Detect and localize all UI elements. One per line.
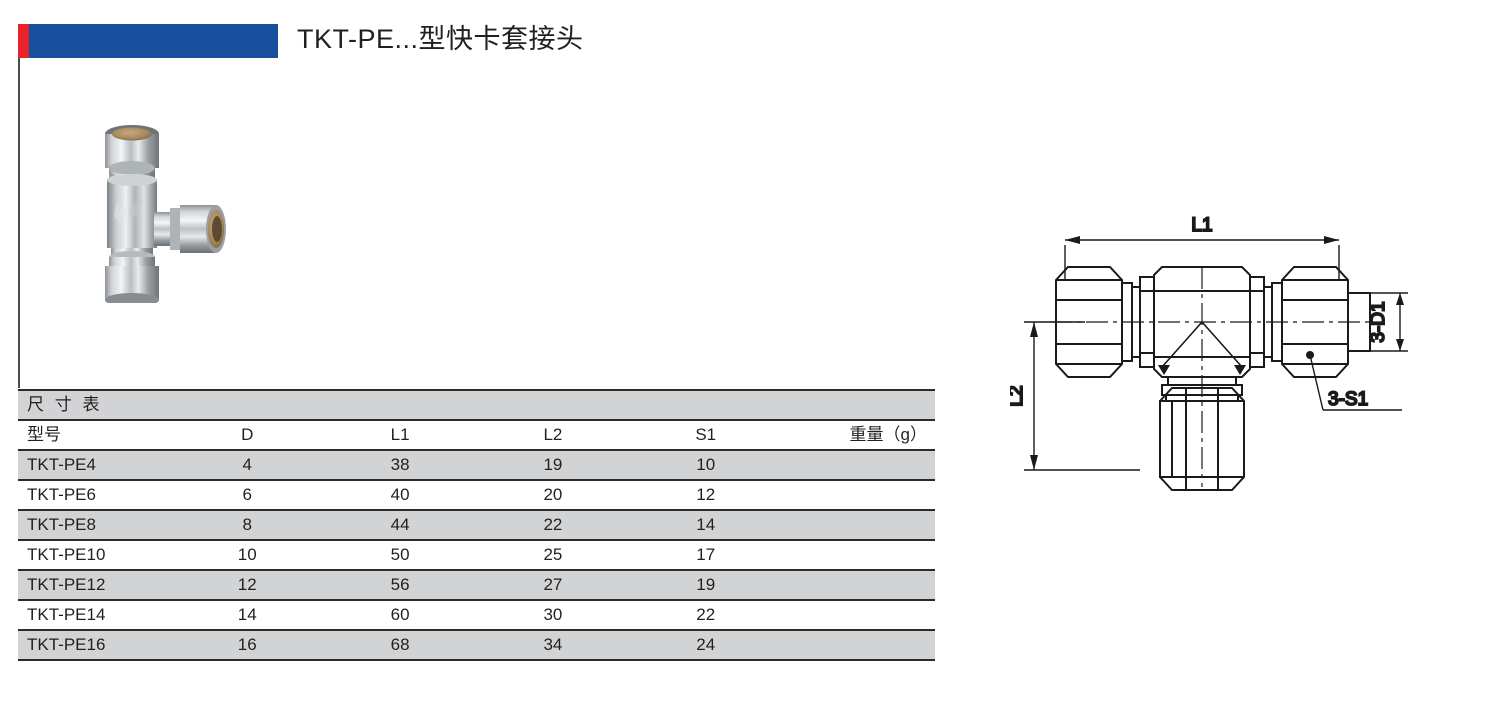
table-cell-d: 6 xyxy=(170,479,324,511)
right-stub xyxy=(1347,292,1371,352)
photo-main-body xyxy=(107,174,157,248)
table-cell-d: 12 xyxy=(170,569,324,601)
table-cell-d: 8 xyxy=(170,509,324,541)
callout-label-3-s1: 3-S1 xyxy=(1328,389,1368,410)
table-cell-l1: 50 xyxy=(323,539,477,571)
table-cell-l1: 60 xyxy=(323,599,477,631)
table-cell-weight xyxy=(782,509,935,541)
table-cell-d: 10 xyxy=(170,539,324,571)
table-cell-s1: 14 xyxy=(629,509,783,541)
table-cell-model: TKT-PE12 xyxy=(18,569,171,601)
table-cell-weight xyxy=(782,599,935,631)
left-vertical-rule xyxy=(18,58,20,388)
dimension-l1 xyxy=(1064,236,1340,280)
header-accent-bar xyxy=(18,24,29,58)
dimension-label-l2: L2 xyxy=(1010,385,1027,406)
table-cell-model: TKT-PE4 xyxy=(18,449,171,481)
table-cell-l2: 30 xyxy=(476,599,630,631)
table-cell-l2: 25 xyxy=(476,539,630,571)
callout-3-s1 xyxy=(1306,351,1402,411)
table-cell-l2: 20 xyxy=(476,479,630,511)
table-cell-s1: 10 xyxy=(629,449,783,481)
table-section-title-row: 尺 寸 表 xyxy=(18,389,935,421)
dimension-3-d1 xyxy=(1370,292,1408,352)
right-hex-nut xyxy=(1281,266,1349,378)
table-cell-l2: 34 xyxy=(476,629,630,661)
photo-right-branch xyxy=(154,205,226,253)
table-cell-l2: 19 xyxy=(476,449,630,481)
table-cell-l2: 22 xyxy=(476,509,630,541)
table-cell-model: TKT-PE6 xyxy=(18,479,171,511)
table-cell-l1: 56 xyxy=(323,569,477,601)
table-cell-s1: 12 xyxy=(629,479,783,511)
table-cell-weight xyxy=(782,479,935,511)
table-cell-d: 14 xyxy=(170,599,324,631)
page-title: TKT-PE...型快卡套接头 xyxy=(297,24,584,54)
table-cell-model: TKT-PE16 xyxy=(18,629,171,661)
table-cell-l1: 38 xyxy=(323,449,477,481)
photo-bottom-branch xyxy=(105,248,159,303)
bottom-branch xyxy=(1159,376,1245,491)
table-cell-weight xyxy=(782,539,935,571)
column-header-l2: L2 xyxy=(476,420,630,451)
table-cell-model: TKT-PE8 xyxy=(18,509,171,541)
dimension-label-3-d1: 3-D1 xyxy=(1368,301,1389,342)
header-band xyxy=(18,24,278,58)
column-header-d: D xyxy=(170,420,324,451)
table-cell-weight xyxy=(782,569,935,601)
table-cell-l1: 40 xyxy=(323,479,477,511)
table-section-title: 尺 寸 表 xyxy=(18,389,935,421)
table-cell-s1: 22 xyxy=(629,599,783,631)
dimension-label-l1: L1 xyxy=(1191,215,1212,236)
left-hex-nut xyxy=(1055,266,1123,378)
table-cell-l2: 27 xyxy=(476,569,630,601)
header-blue-bar xyxy=(29,24,278,58)
table-cell-model: TKT-PE14 xyxy=(18,599,171,631)
column-header-s1: S1 xyxy=(629,420,783,451)
table-cell-weight xyxy=(782,629,935,661)
table-header-row: 型号 D L1 L2 S1 重量（g） xyxy=(18,420,935,451)
table-cell-weight xyxy=(782,449,935,481)
tee-body xyxy=(1153,266,1251,378)
table-cell-d: 4 xyxy=(170,449,324,481)
column-header-model: 型号 xyxy=(18,420,171,451)
table-cell-model: TKT-PE10 xyxy=(18,539,171,571)
column-header-weight: 重量（g） xyxy=(782,420,935,451)
technical-drawing: L1 L2 xyxy=(1010,214,1408,491)
table-cell-s1: 24 xyxy=(629,629,783,661)
table-cell-l1: 68 xyxy=(323,629,477,661)
table-cell-l1: 44 xyxy=(323,509,477,541)
table-cell-d: 16 xyxy=(170,629,324,661)
photo-top-branch xyxy=(105,125,159,182)
table-cell-s1: 17 xyxy=(629,539,783,571)
column-header-l1: L1 xyxy=(323,420,477,451)
table-cell-s1: 19 xyxy=(629,569,783,601)
product-photo xyxy=(105,125,226,303)
